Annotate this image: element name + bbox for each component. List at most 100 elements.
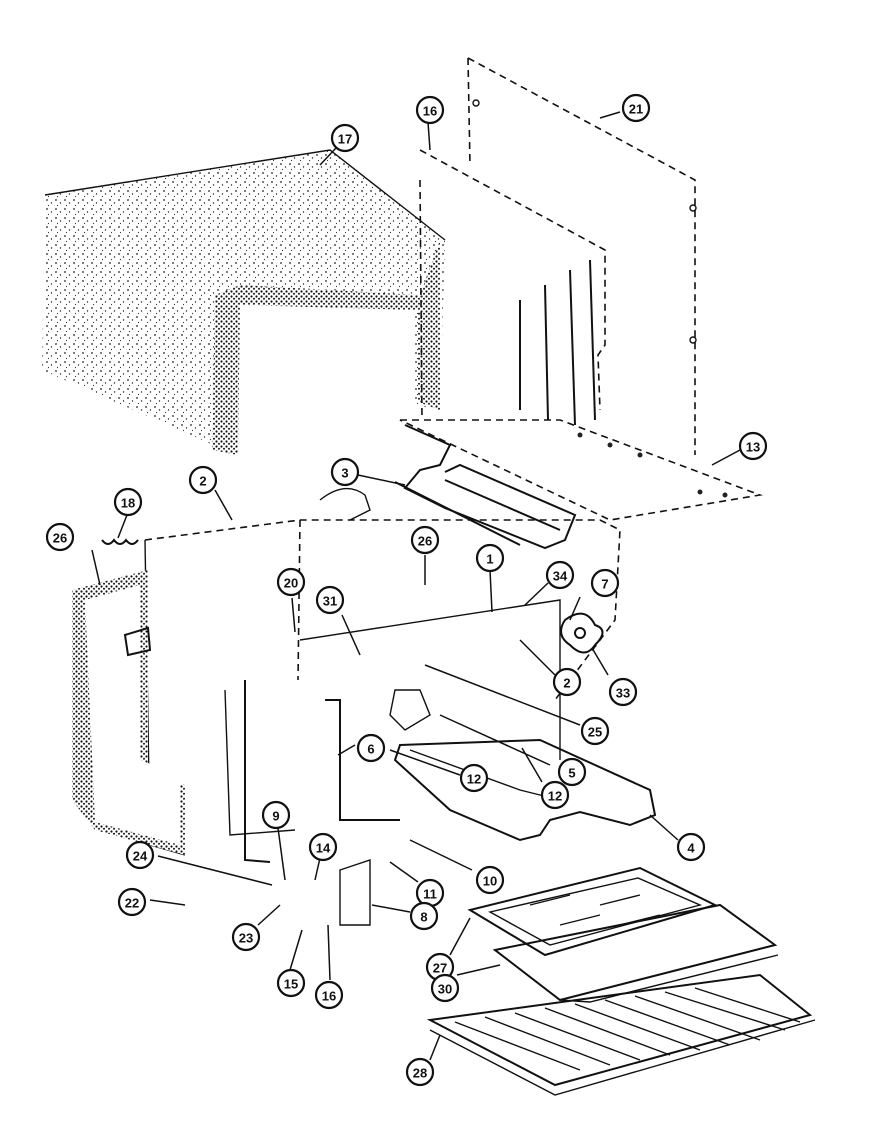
callout-circle <box>738 431 768 461</box>
callout-number: 31 <box>323 594 337 609</box>
callout-number: 34 <box>553 569 568 584</box>
callout-12: 12 <box>459 763 489 793</box>
callout-circle <box>308 832 338 862</box>
callout-circle <box>405 1057 435 1087</box>
callout-number: 26 <box>53 531 67 546</box>
callout-number: 16 <box>423 104 437 119</box>
callout-number: 33 <box>616 686 630 701</box>
callout-circle <box>557 757 587 787</box>
callout-number: 20 <box>284 576 298 591</box>
callout-15: 15 <box>276 968 306 998</box>
callout-number: 1 <box>486 552 493 567</box>
callout-circle <box>314 980 344 1010</box>
callout-number: 17 <box>338 132 352 147</box>
callout-circle <box>459 763 489 793</box>
callout-number: 28 <box>413 1066 427 1081</box>
callout-circle <box>261 800 291 830</box>
oven-rack <box>426 973 816 1096</box>
callout-2: 2 <box>188 465 218 495</box>
callout-number: 23 <box>239 931 253 946</box>
callout-2: 2 <box>552 667 582 697</box>
callout-11: 11 <box>415 878 445 908</box>
callout-number: 7 <box>601 577 608 592</box>
callout-7: 7 <box>590 568 620 598</box>
callout-5: 5 <box>557 757 587 787</box>
callout-number: 30 <box>438 982 452 997</box>
callout-circle <box>552 667 582 697</box>
callout-33: 33 <box>608 677 638 707</box>
callout-17: 17 <box>330 123 360 153</box>
callout-22: 22 <box>117 887 147 917</box>
hinge-assembly <box>339 859 371 926</box>
callout-8: 8 <box>409 901 439 931</box>
callout-16: 16 <box>314 980 344 1010</box>
callout-circle <box>330 123 360 153</box>
callout-number: 26 <box>418 534 432 549</box>
callout-circle <box>188 465 218 495</box>
callout-26: 26 <box>410 525 440 555</box>
callout-circle <box>430 973 460 1003</box>
callout-number: 13 <box>746 440 760 455</box>
callout-circle <box>117 887 147 917</box>
callout-number: 21 <box>629 102 643 117</box>
callout-number: 12 <box>467 772 481 787</box>
callout-24: 24 <box>125 840 155 870</box>
callout-number: 5 <box>568 766 575 781</box>
callout-23: 23 <box>231 922 261 952</box>
callout-number: 8 <box>420 910 427 925</box>
callout-21: 21 <box>621 93 651 123</box>
oven-door <box>72 570 185 855</box>
callout-number: 2 <box>563 676 570 691</box>
callout-circle <box>125 840 155 870</box>
callout-number: 22 <box>125 896 139 911</box>
callout-leaders <box>91 111 741 1061</box>
callout-circle <box>580 716 610 746</box>
callout-10: 10 <box>475 865 505 895</box>
oven-light-bracket <box>325 699 400 821</box>
callout-circle <box>330 457 360 487</box>
door-spring <box>101 538 139 545</box>
callout-number: 16 <box>322 989 336 1004</box>
callout-circle <box>415 95 445 125</box>
callout-20: 20 <box>276 567 306 597</box>
callout-number: 4 <box>687 841 695 856</box>
callout-14: 14 <box>308 832 338 862</box>
callout-number: 12 <box>548 789 562 804</box>
callout-circle <box>231 922 261 952</box>
callout-number: 27 <box>433 961 447 976</box>
callout-number: 25 <box>588 725 602 740</box>
insulation-blanket <box>42 149 446 455</box>
callout-27: 27 <box>425 952 455 982</box>
callout-circle <box>113 487 143 517</box>
callout-3: 3 <box>330 457 360 487</box>
callout-circle <box>276 567 306 597</box>
broil-pan-insert <box>467 866 718 957</box>
callout-25: 25 <box>580 716 610 746</box>
fan-blade <box>560 612 604 654</box>
broil-heating-element <box>394 424 577 550</box>
oven-side-liner <box>419 149 606 426</box>
callout-34: 34 <box>545 560 575 590</box>
callout-30: 30 <box>430 973 460 1003</box>
callout-circle <box>409 901 439 931</box>
callout-number: 18 <box>121 496 135 511</box>
callout-12: 12 <box>540 780 570 810</box>
callout-number: 11 <box>423 887 437 902</box>
oven-thermostat-bracket <box>319 487 371 521</box>
callout-number: 2 <box>199 474 206 489</box>
callout-circle <box>356 733 386 763</box>
callout-4: 4 <box>676 832 706 862</box>
callout-6: 6 <box>356 733 386 763</box>
callout-circle <box>621 93 651 123</box>
broil-pan <box>492 903 779 1003</box>
callout-31: 31 <box>315 585 345 615</box>
callout-number: 15 <box>284 977 298 992</box>
callout-28: 28 <box>405 1057 435 1087</box>
callout-number: 10 <box>483 874 497 889</box>
callout-number: 14 <box>316 841 331 856</box>
callout-number: 3 <box>341 466 348 481</box>
callout-number: 24 <box>133 849 148 864</box>
callout-13: 13 <box>738 431 768 461</box>
